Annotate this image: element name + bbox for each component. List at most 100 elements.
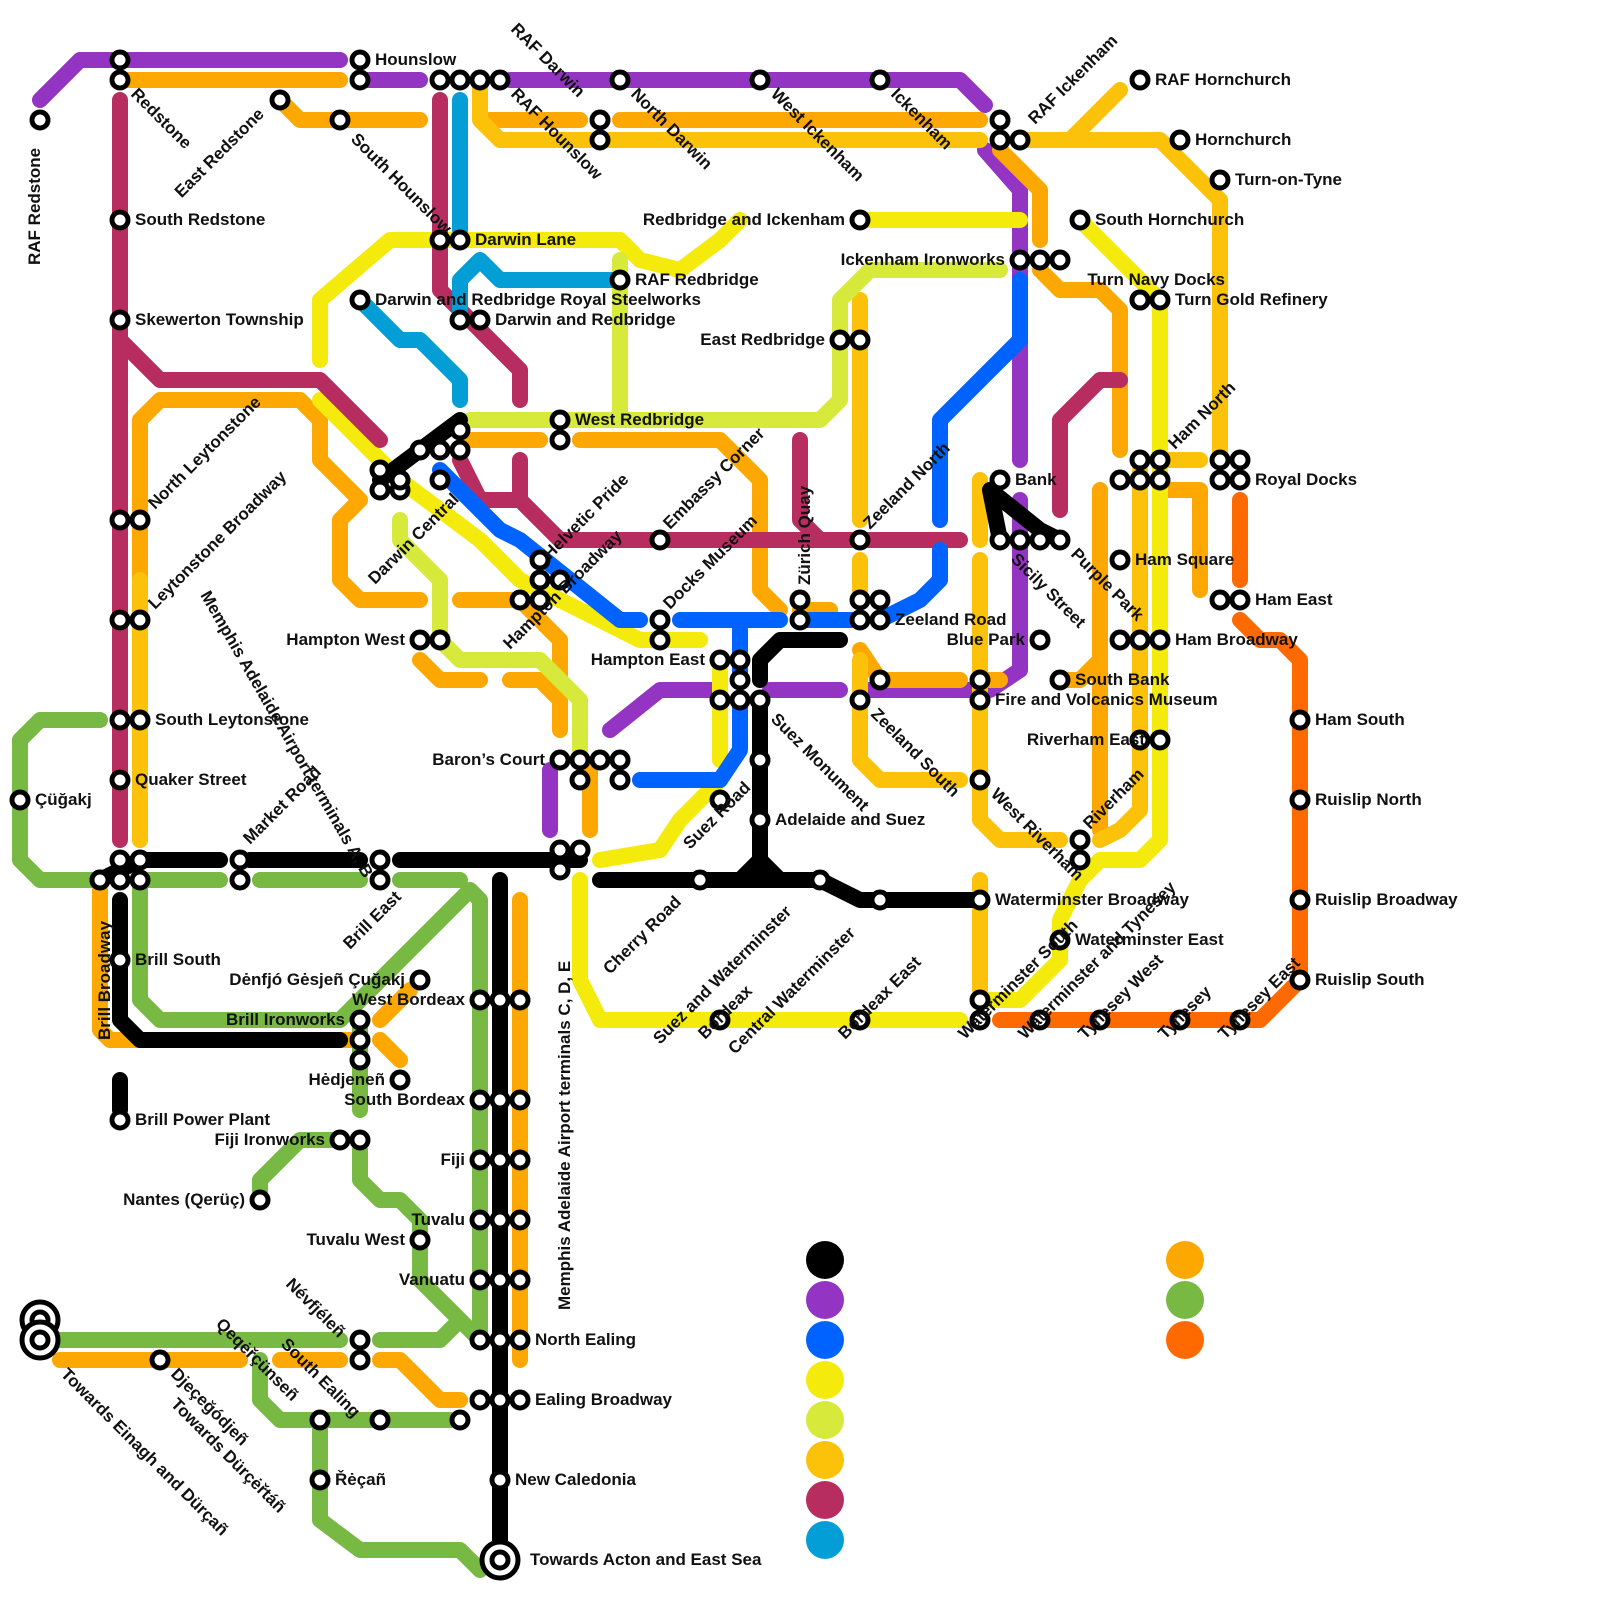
station-marker[interactable] [492, 1092, 508, 1108]
station-marker[interactable] [372, 482, 388, 498]
station-raf-redstone[interactable] [32, 112, 48, 128]
station-marker[interactable] [872, 72, 888, 88]
station-marker[interactable] [432, 472, 448, 488]
station-marker[interactable] [372, 872, 388, 888]
station-marker[interactable] [1232, 472, 1248, 488]
station-marker[interactable] [1172, 132, 1188, 148]
station-marker[interactable] [532, 572, 548, 588]
station-marker[interactable] [712, 692, 728, 708]
station-ickenham[interactable] [872, 72, 888, 88]
station-cherry-road[interactable] [692, 872, 708, 888]
station-djec-eg-o-djen[interactable] [152, 1352, 168, 1368]
station-zeeland-road[interactable] [852, 592, 888, 628]
station-marker[interactable] [112, 712, 128, 728]
station-marker[interactable] [472, 1332, 488, 1348]
station-marker[interactable] [352, 1012, 368, 1028]
station-marker[interactable] [1132, 452, 1148, 468]
station-south-bank[interactable] [1052, 672, 1068, 688]
station-redbridge-and-ickenham[interactable] [852, 212, 868, 228]
station-marker[interactable] [1112, 472, 1128, 488]
station-marker[interactable] [512, 1152, 528, 1168]
station-marker[interactable] [332, 112, 348, 128]
station-marker[interactable] [432, 632, 448, 648]
station-leytonstone-broadway[interactable] [112, 612, 148, 628]
station-marker[interactable] [1152, 452, 1168, 468]
station-marker[interactable] [552, 412, 568, 428]
station-marker[interactable] [452, 232, 468, 248]
station-north-leytonstone[interactable] [112, 512, 148, 528]
station-marker[interactable] [492, 1332, 508, 1348]
station-marker[interactable] [992, 112, 1008, 128]
station-brill-broadway[interactable] [92, 852, 148, 888]
station-r-e-c-an[interactable] [312, 1472, 328, 1488]
station-marker[interactable] [132, 872, 148, 888]
station-marker[interactable] [252, 1192, 268, 1208]
station-raf-darwin[interactable] [432, 72, 508, 88]
station-marker[interactable] [392, 472, 408, 488]
station-marker[interactable] [1232, 592, 1248, 608]
station-royal-docks[interactable] [1212, 452, 1248, 488]
station-marker[interactable] [552, 862, 568, 878]
station-ickenham-ironworks[interactable] [1012, 252, 1068, 268]
station-market-road[interactable] [232, 852, 248, 888]
station-marker[interactable] [792, 612, 808, 628]
station-marker[interactable] [372, 1412, 388, 1428]
station-marker[interactable] [512, 1272, 528, 1288]
station-marker[interactable] [1212, 452, 1228, 468]
station-marker[interactable] [452, 422, 468, 438]
station-marker[interactable] [872, 592, 888, 608]
station-marker[interactable] [112, 772, 128, 788]
station-marker[interactable] [1112, 632, 1128, 648]
station-marker[interactable] [732, 692, 748, 708]
station-south-ealing[interactable] [372, 1412, 388, 1428]
station-marker[interactable] [492, 1272, 508, 1288]
station-west-ickenham[interactable] [752, 72, 768, 88]
station-marker[interactable] [112, 72, 128, 88]
station-marker[interactable] [512, 1092, 528, 1108]
station-marker[interactable] [452, 312, 468, 328]
station-marker[interactable] [472, 1152, 488, 1168]
station-marker[interactable] [352, 52, 368, 68]
station-marker[interactable] [1132, 72, 1148, 88]
station-tuvalu[interactable] [472, 1212, 528, 1228]
station-marker[interactable] [1152, 732, 1168, 748]
station-marker[interactable] [852, 612, 868, 628]
station-marker[interactable] [472, 312, 488, 328]
station-marker[interactable] [512, 1212, 528, 1228]
station-west-redbridge[interactable] [552, 412, 568, 448]
station-marker[interactable] [1052, 672, 1068, 688]
station-marker[interactable] [1112, 552, 1128, 568]
station-marker[interactable] [412, 1232, 428, 1248]
station-marker[interactable] [992, 472, 1008, 488]
station-new-caledonia[interactable] [492, 1472, 508, 1488]
station-marker[interactable] [1072, 212, 1088, 228]
station-marker[interactable] [992, 532, 1008, 548]
station-marker[interactable] [1132, 472, 1148, 488]
station-blue-park[interactable] [1032, 632, 1048, 648]
station-east-redbridge[interactable] [832, 332, 868, 348]
station-marker[interactable] [692, 872, 708, 888]
station-ruislip-broadway[interactable] [1292, 892, 1308, 908]
station-ruislip-north[interactable] [1292, 792, 1308, 808]
station-marker[interactable] [992, 132, 1008, 148]
station-marker[interactable] [1132, 292, 1148, 308]
station-marker[interactable] [1032, 632, 1048, 648]
station-south-redstone[interactable] [112, 212, 128, 228]
station-west-riverham[interactable] [972, 772, 988, 788]
station-marker[interactable] [472, 992, 488, 1008]
station-marker[interactable] [232, 872, 248, 888]
station-marker[interactable] [1052, 532, 1068, 548]
station-skewerton-township[interactable] [112, 312, 128, 328]
station-marker[interactable] [492, 992, 508, 1008]
station-marker[interactable] [1012, 132, 1028, 148]
station-marker[interactable] [872, 612, 888, 628]
station-ham-broadway[interactable] [1112, 632, 1168, 648]
station-marker[interactable] [752, 692, 768, 708]
station-marker[interactable] [472, 72, 488, 88]
station-hampton-west[interactable] [412, 632, 448, 648]
station-marker[interactable] [832, 332, 848, 348]
station-north-darwin[interactable] [612, 72, 628, 88]
station-marker[interactable] [1292, 792, 1308, 808]
station-marker[interactable] [492, 72, 508, 88]
station-marker[interactable] [112, 512, 128, 528]
